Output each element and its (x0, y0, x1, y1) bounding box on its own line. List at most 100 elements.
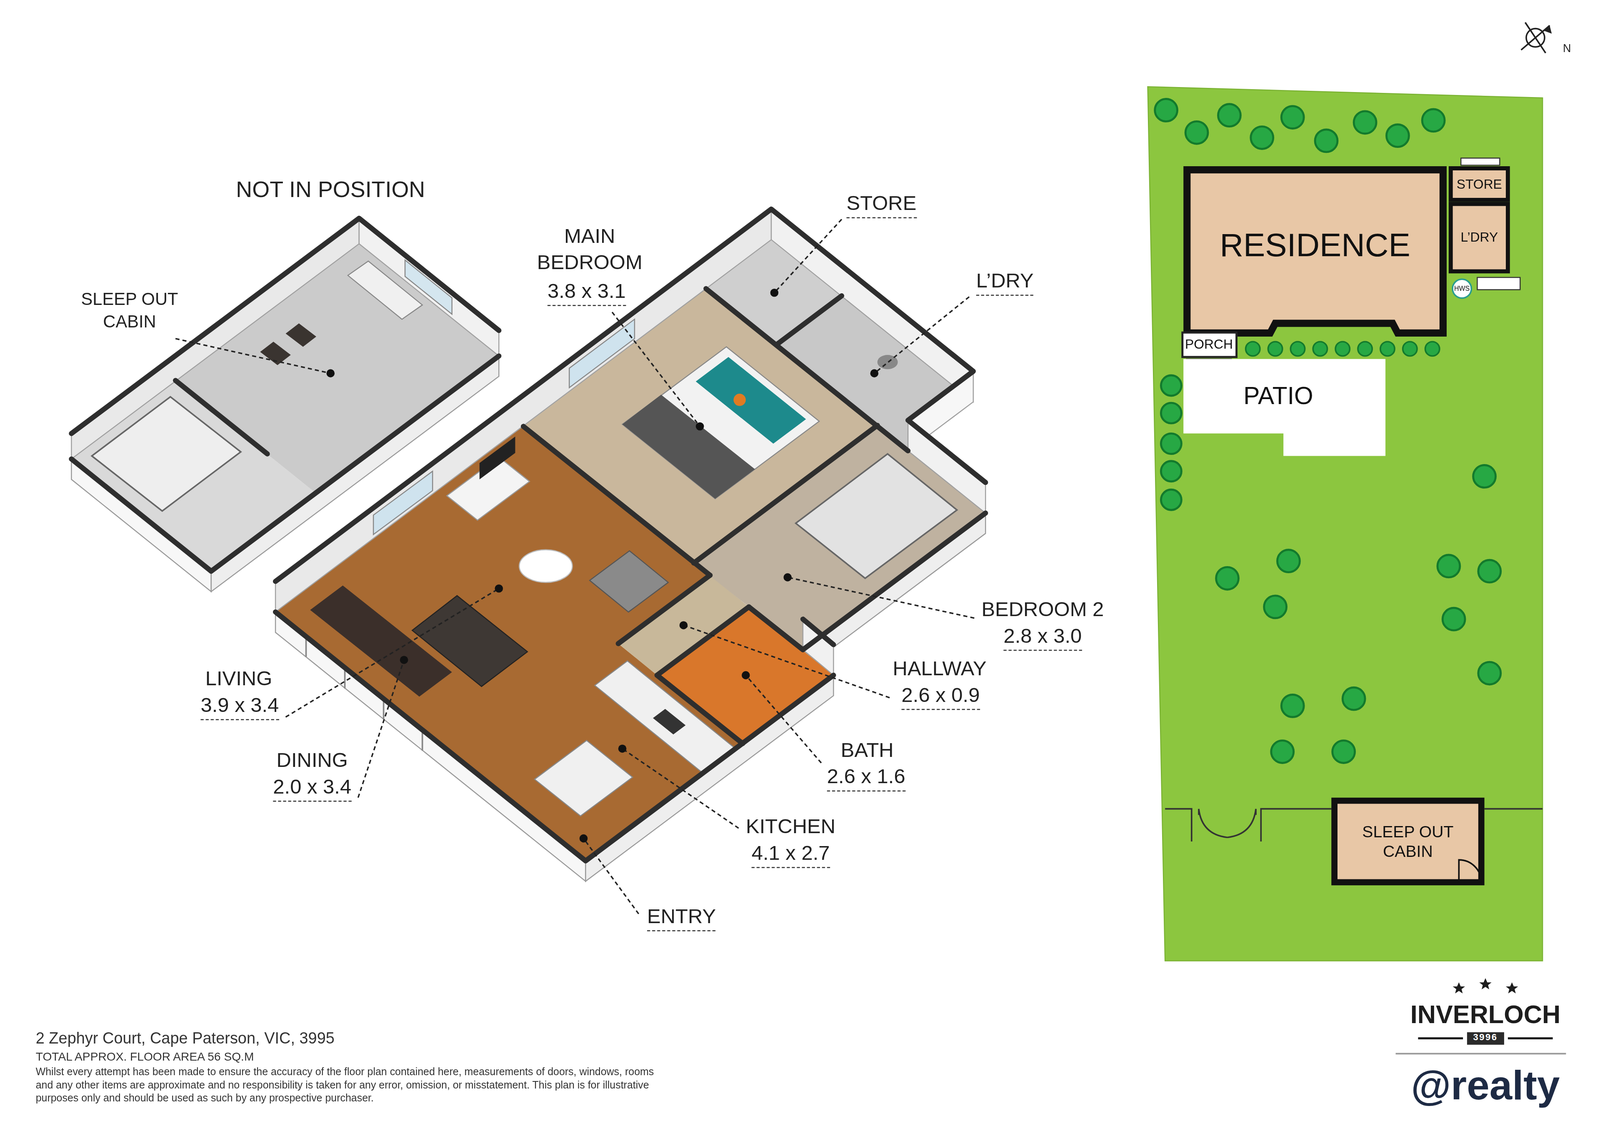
kitchen-bench (594, 661, 736, 774)
tree (1218, 104, 1241, 127)
cabin-box: SLEEP OUT CABIN (1331, 797, 1485, 886)
leader-dot (495, 584, 504, 593)
hedge (1290, 341, 1305, 356)
logo-wordmark: INVERLOCH (1410, 997, 1561, 1032)
tree (1342, 687, 1365, 710)
tree (1332, 740, 1355, 764)
room-dimension: 2.0 x 3.4 (272, 773, 352, 803)
room-box: STORE (1448, 166, 1510, 203)
hedge (1425, 341, 1440, 356)
leader-dot (326, 369, 335, 378)
porch-box: PORCH (1180, 331, 1238, 359)
tree (1271, 740, 1294, 764)
hedge (1380, 341, 1395, 356)
node-label: SLEEP OUT CABIN (1350, 822, 1465, 862)
hedge (1312, 341, 1328, 356)
partition-wall (618, 575, 710, 644)
node-text: STORE (1456, 176, 1503, 193)
node-label: L’DRY (1460, 229, 1498, 246)
node-text: PATIO (1243, 381, 1314, 412)
door-swing (1458, 860, 1482, 883)
tree (1160, 433, 1182, 455)
kitchenette (347, 261, 423, 320)
interior-wall (771, 209, 974, 403)
leader-line (745, 675, 822, 764)
leader-line (774, 219, 842, 293)
leader-dot (579, 834, 588, 843)
node-text: HWS (1454, 284, 1470, 293)
partition-wall (175, 380, 268, 454)
tree (1160, 402, 1182, 424)
site-lot (1147, 86, 1543, 961)
leader-line (683, 625, 890, 698)
room-box: L’DRY (1448, 202, 1510, 274)
leader-line (175, 338, 331, 374)
interior-wall (275, 209, 772, 613)
room-dimension: 2.6 x 1.6 (827, 762, 906, 792)
room-label: ENTRY (647, 902, 716, 932)
node-outline (1183, 359, 1386, 457)
node-text: L’DRY (1460, 229, 1498, 246)
bed (622, 346, 820, 499)
kitchen-island (534, 740, 633, 817)
room-label: L’DRY (976, 267, 1034, 297)
leader-line (357, 660, 404, 798)
leader-line (583, 838, 639, 915)
room-label: BATH (840, 736, 894, 764)
leader-dot (770, 288, 779, 298)
floor-area: TOTAL APPROX. FLOOR AREA 56 SQ.M (35, 1050, 255, 1066)
room-dimension: 2.8 x 3.0 (1003, 622, 1082, 652)
node-label: HWS (1454, 284, 1470, 293)
leader-line (787, 577, 975, 619)
tree (1442, 607, 1465, 631)
outdoor-unit (1477, 277, 1520, 290)
armchair (589, 550, 669, 613)
partition-wall (523, 426, 710, 575)
tree (1281, 694, 1304, 718)
logo-divider (1395, 1052, 1567, 1055)
leader-dot (783, 573, 792, 582)
node-label: RESIDENCE (1220, 225, 1411, 265)
note: NOT IN POSITION (235, 175, 425, 205)
node-text: SLEEP OUT CABIN (1350, 822, 1465, 862)
pillows (695, 357, 806, 444)
node-outline (1450, 204, 1508, 272)
logo-star (1452, 982, 1465, 994)
room-label: LIVING (205, 665, 273, 692)
tree (1478, 662, 1501, 685)
room-dimension: 2.6 x 0.9 (901, 681, 980, 711)
node-text: RESIDENCE (1220, 225, 1411, 265)
tree (1473, 465, 1496, 488)
room-label: HALLWAY (892, 655, 987, 682)
logo-brand: @realty (1411, 1059, 1560, 1113)
wall-top (275, 209, 986, 582)
leader-dot (741, 671, 750, 680)
tree (1160, 489, 1182, 510)
tree (1281, 106, 1304, 129)
disclaimer: Whilst every attempt has been made to en… (35, 1066, 674, 1106)
leader-dot (870, 369, 879, 378)
node-outline (1187, 170, 1444, 334)
leader-dot (679, 621, 688, 630)
sofa (412, 595, 528, 687)
logo-star (1505, 982, 1518, 994)
partition-wall (776, 295, 842, 345)
bunk-bed (795, 454, 958, 579)
room-label: KITCHEN (745, 812, 836, 840)
interior-wall (71, 218, 359, 460)
hedge (1267, 341, 1283, 356)
tree (1478, 560, 1501, 583)
tree (1155, 99, 1178, 122)
hedge (1357, 341, 1373, 356)
tree (1386, 124, 1410, 148)
compass-arrow (1543, 25, 1553, 34)
tree (1160, 375, 1182, 396)
tree (1264, 595, 1287, 619)
node-label: PATIO (1243, 381, 1314, 412)
tree (1353, 111, 1377, 134)
tree (1422, 109, 1445, 132)
tree (1185, 121, 1208, 144)
leader-dot (695, 422, 705, 431)
store-window (1460, 158, 1500, 166)
